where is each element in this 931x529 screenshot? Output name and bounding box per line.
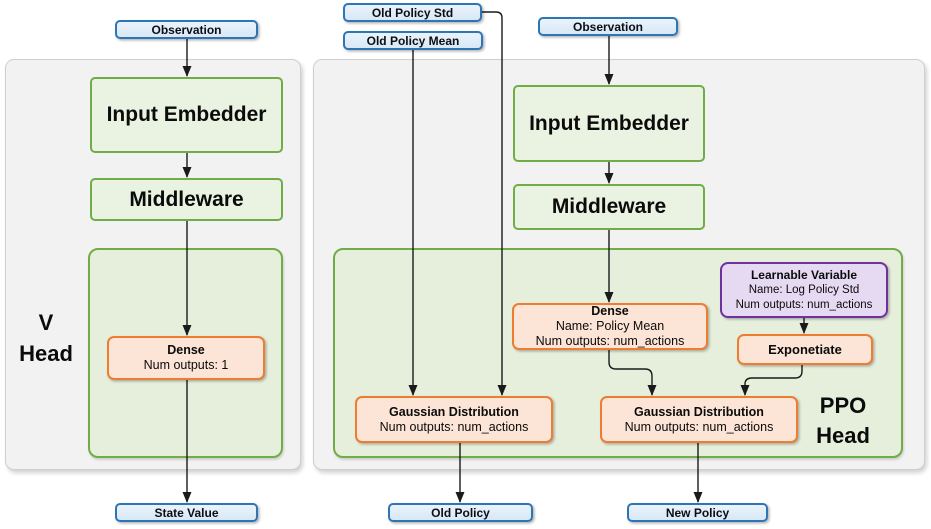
v-input-embedder-label: Input Embedder bbox=[106, 103, 267, 126]
ppo-old-policy-node: Old Policy bbox=[388, 503, 533, 522]
ppo-input-embedder-label: Input Embedder bbox=[529, 111, 689, 135]
ppo-observation-node: Observation bbox=[538, 17, 678, 36]
ppo-gaussian-new-title: Gaussian Distribution bbox=[634, 404, 764, 419]
ppo-dense-title: Dense bbox=[591, 304, 629, 318]
ppo-dense-name: Name: Policy Mean bbox=[555, 319, 665, 333]
ppo-learnable-variable-node: Learnable Variable Name: Log Policy Std … bbox=[720, 262, 888, 318]
ppo-new-policy-label: New Policy bbox=[665, 505, 730, 520]
ppo-learnable-variable-title: Learnable Variable bbox=[750, 267, 858, 282]
v-middleware-label: Middleware bbox=[129, 187, 244, 211]
v-state-value-node: State Value bbox=[115, 503, 258, 522]
ppo-old-policy-std-label: Old Policy Std bbox=[371, 5, 454, 20]
v-input-embedder-node: Input Embedder bbox=[90, 77, 283, 153]
ppo-gaussian-new-node: Gaussian Distribution Num outputs: num_a… bbox=[600, 396, 798, 443]
v-dense-title: Dense bbox=[167, 343, 205, 357]
v-head-label: V Head bbox=[3, 307, 89, 369]
ppo-exponetiate-label: Exponetiate bbox=[768, 342, 842, 357]
ppo-exponetiate-node: Exponetiate bbox=[737, 334, 873, 365]
v-middleware-node: Middleware bbox=[90, 178, 283, 221]
v-dense-node: Dense Num outputs: 1 bbox=[107, 336, 265, 380]
ppo-middleware-node: Middleware bbox=[513, 184, 705, 230]
ppo-gaussian-old-node: Gaussian Distribution Num outputs: num_a… bbox=[355, 396, 553, 443]
v-head-label-line1: V bbox=[38, 310, 54, 335]
ppo-head-label-line1: PPO bbox=[819, 393, 867, 418]
ppo-dense-outputs: Num outputs: num_actions bbox=[535, 334, 685, 348]
ppo-dense-node: Dense Name: Policy Mean Num outputs: num… bbox=[512, 303, 708, 350]
v-observation-node: Observation bbox=[115, 20, 258, 39]
ppo-old-policy-std-node: Old Policy Std bbox=[343, 3, 482, 22]
ppo-head-label-line2: Head bbox=[816, 423, 870, 448]
ppo-observation-label: Observation bbox=[572, 19, 644, 34]
ppo-head-label: PPO Head bbox=[788, 391, 898, 451]
ppo-old-policy-mean-node: Old Policy Mean bbox=[343, 31, 483, 50]
ppo-middleware-label: Middleware bbox=[551, 195, 667, 218]
ppo-gaussian-old-title: Gaussian Distribution bbox=[389, 404, 519, 419]
v-head-label-line2: Head bbox=[19, 341, 73, 366]
ppo-gaussian-old-outputs: Num outputs: num_actions bbox=[379, 419, 529, 434]
v-dense-outputs: Num outputs: 1 bbox=[143, 358, 229, 372]
ppo-learnable-variable-name: Name: Log Policy Std bbox=[748, 283, 860, 296]
ppo-new-policy-node: New Policy bbox=[627, 503, 768, 522]
ppo-input-embedder-node: Input Embedder bbox=[513, 85, 705, 162]
v-state-value-label: State Value bbox=[154, 505, 219, 520]
v-observation-label: Observation bbox=[151, 22, 222, 37]
ppo-old-policy-label: Old Policy bbox=[431, 505, 490, 520]
ppo-old-policy-mean-label: Old Policy Mean bbox=[366, 33, 460, 48]
ppo-gaussian-new-outputs: Num outputs: num_actions bbox=[624, 419, 774, 434]
ppo-learnable-variable-outputs: Num outputs: num_actions bbox=[735, 298, 873, 311]
